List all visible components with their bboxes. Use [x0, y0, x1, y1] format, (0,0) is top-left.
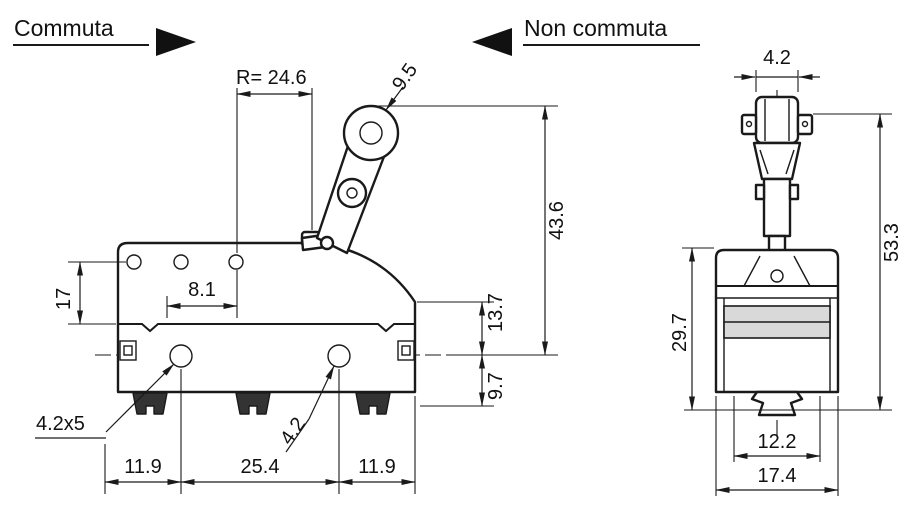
dim-lever-width-value: 4.2 [763, 47, 791, 69]
switch-body-side [116, 241, 417, 394]
strip-lug-right [788, 183, 800, 201]
top-hole-2 [173, 254, 189, 270]
dim-height-upper: 13.7 [417, 293, 507, 356]
terminal-screw-front [750, 390, 804, 417]
plunger-dome [743, 255, 811, 287]
dim-height-upper-value: 13.7 [485, 293, 507, 332]
arrow-left-icon [472, 28, 512, 56]
dim-front-height-total-value: 53.3 [881, 223, 903, 262]
dim-height-left-value: 17 [53, 288, 75, 310]
dim-height-lower: 9.7 [420, 354, 507, 407]
dim-lever-width: 4.2 [734, 47, 820, 92]
clamp-left [119, 340, 137, 361]
axle-tab-left [740, 113, 758, 136]
clamp-right [397, 340, 415, 361]
dim-lever-radius-value: R= 24.6 [236, 67, 307, 89]
axle-pin-right [801, 120, 809, 128]
dim-front-width-inner: 12.2 [733, 396, 821, 462]
dim-lever-radius: R= 24.6 [236, 67, 313, 253]
clamp-left-inner [123, 345, 133, 356]
lever-rivet-inner [346, 187, 358, 199]
dim-pitch-right-value: 11.9 [358, 456, 395, 478]
front-view: 4.2 53.3 29.7 12.2 17.4 [669, 47, 903, 496]
dim-height-total-value: 43.6 [546, 201, 568, 240]
label-hole-value: 4.2 [276, 413, 310, 448]
dim-front-height-total: 53.3 [684, 113, 903, 411]
label-slot-value: 4.2x5 [36, 413, 85, 435]
dim-roller-diameter-value: 9.5 [388, 59, 422, 94]
dim-front-width-total: 17.4 [715, 396, 839, 496]
axle-pin-left [745, 120, 753, 128]
lever-bracket-front [752, 141, 802, 181]
roller-outer [342, 104, 400, 162]
terminal-1 [132, 392, 168, 415]
side-view: R= 24.6 9.5 43.6 13.7 9.7 [35, 59, 568, 494]
top-hole-3 [228, 254, 244, 270]
roller-front [754, 95, 800, 145]
non-commuta-label: Non commuta [524, 15, 667, 41]
dim-front-width-inner-value: 12.2 [758, 431, 797, 453]
dim-front-width-total-value: 17.4 [758, 465, 797, 487]
dim-height-total: 43.6 [378, 105, 568, 356]
dim-height-lower-value: 9.7 [485, 372, 507, 400]
dim-width-inner-value: 8.1 [188, 279, 216, 301]
top-hole-1 [126, 254, 142, 270]
terminal-2 [235, 392, 271, 415]
dim-pitch-left-value: 11.9 [124, 456, 161, 478]
clamp-right-inner [401, 345, 411, 356]
dim-bottom-pitch: 11.9 25.4 11.9 [104, 369, 416, 494]
lever-strip-front [762, 177, 792, 238]
label-slot: 4.2x5 [35, 363, 175, 439]
dim-width-inner: 8.1 [166, 270, 238, 318]
header-labels: Commuta Non commuta [13, 15, 700, 56]
mount-hole-left [169, 344, 193, 368]
strip-lug-left [754, 183, 766, 201]
lever-rivet [336, 177, 368, 209]
terminal-3 [355, 392, 391, 415]
dim-roller-diameter: 9.5 [385, 59, 422, 111]
arrow-right-icon [156, 28, 196, 56]
mount-hole-right [327, 344, 351, 368]
dim-height-left: 17 [53, 261, 126, 325]
roller-inner [359, 121, 383, 145]
body-parting-line [118, 323, 415, 333]
dim-pitch-center-value: 25.4 [241, 456, 280, 478]
bracket-hatch-left [759, 149, 769, 175]
dome-hole [770, 269, 784, 283]
hinge-rivet [319, 235, 335, 251]
dim-front-body-height-value: 29.7 [669, 313, 691, 352]
commuta-label: Commuta [14, 15, 114, 41]
dim-front-body-height: 29.7 [669, 247, 714, 411]
axle-tab-right [796, 113, 814, 136]
bracket-hatch-right [785, 149, 795, 175]
